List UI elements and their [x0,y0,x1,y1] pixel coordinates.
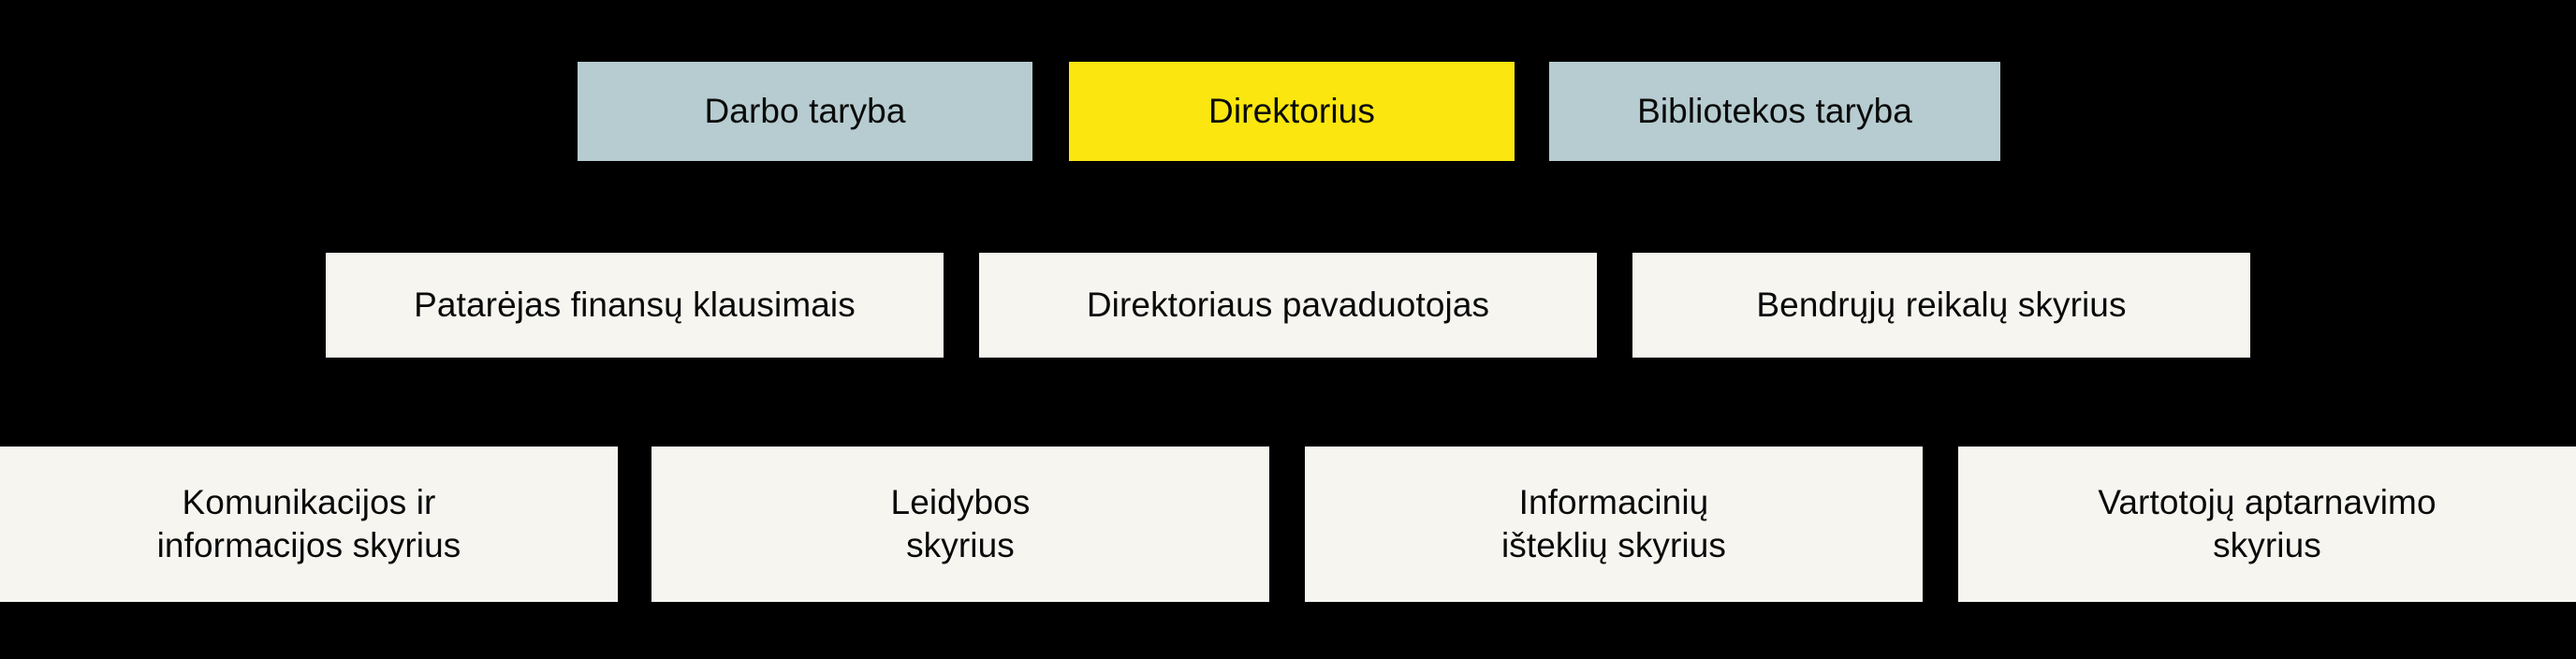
org-node-vartotoju-aptarnavimo-skyrius[interactable]: Vartotojų aptarnavimo skyrius [1958,447,2576,602]
org-node-bendruju-reikalu-skyrius[interactable]: Bendrųjų reikalų skyrius [1632,253,2250,358]
org-node-informaciniu-istekliu-skyrius[interactable]: Informacinių išteklių skyrius [1305,447,1923,602]
org-node-patarejas-finansu-klausimais[interactable]: Patarėjas finansų klausimais [326,253,944,358]
org-node-leidybos-skyrius[interactable]: Leidybos skyrius [651,447,1269,602]
org-node-direktorius[interactable]: Direktorius [1069,62,1515,161]
org-node-komunikacijos-ir-informacijos-skyrius[interactable]: Komunikacijos ir informacijos skyrius [0,447,618,602]
org-node-darbo-taryba[interactable]: Darbo taryba [578,62,1032,161]
org-node-direktoriaus-pavaduotojas[interactable]: Direktoriaus pavaduotojas [979,253,1597,358]
org-node-bibliotekos-taryba[interactable]: Bibliotekos taryba [1549,62,2000,161]
